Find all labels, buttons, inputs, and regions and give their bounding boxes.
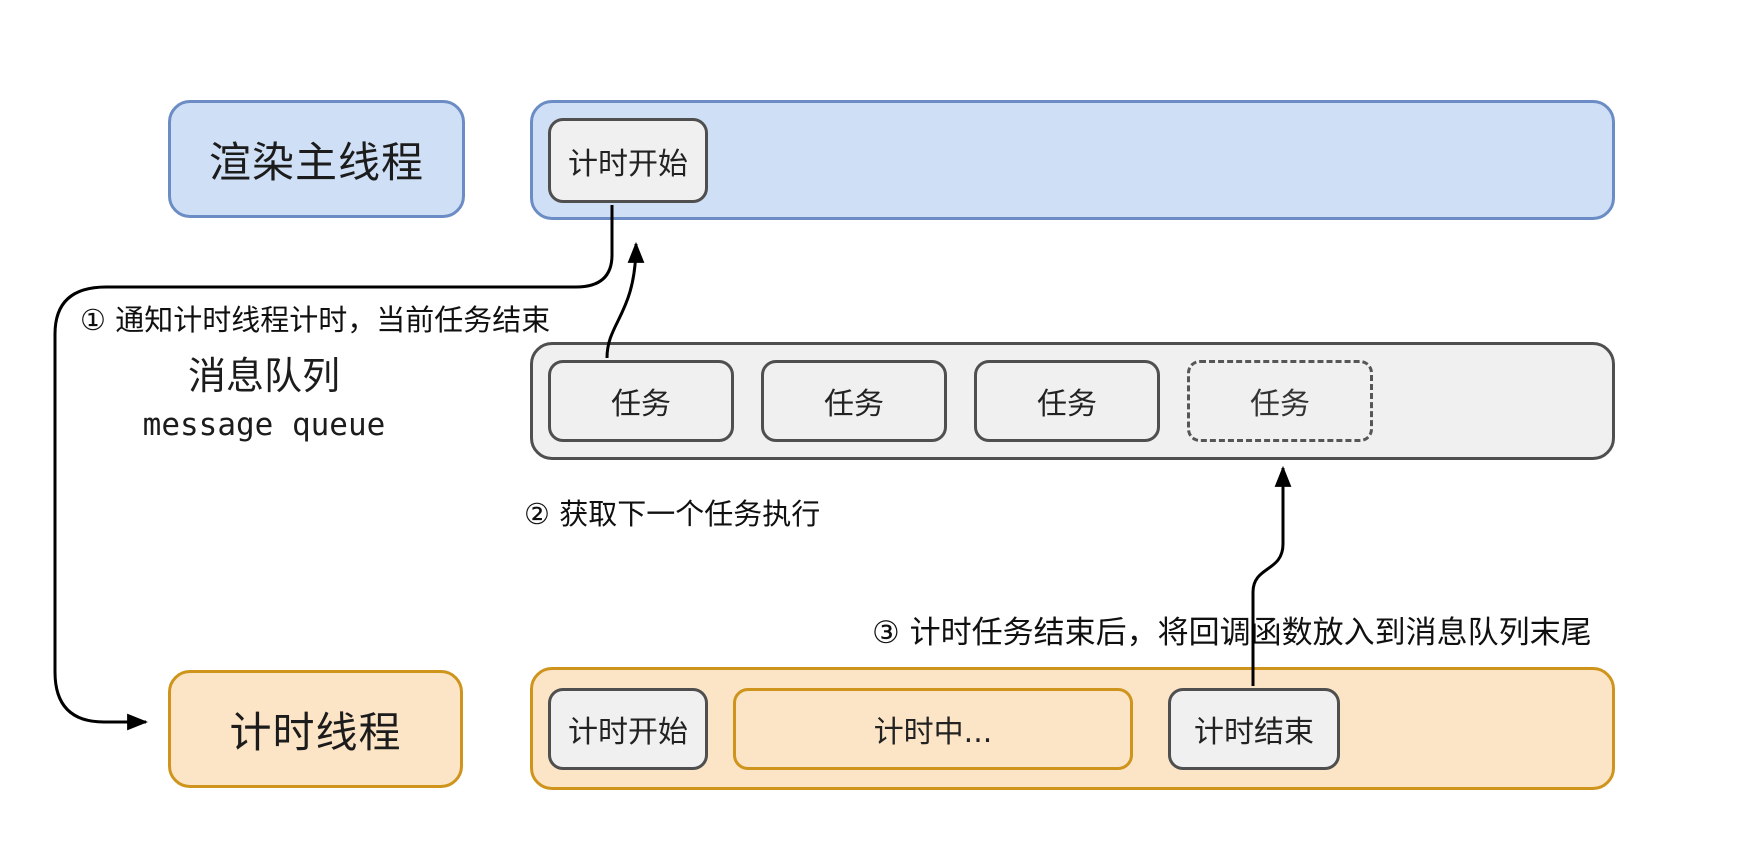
message-queue-label-zh: 消息队列 [187, 354, 340, 398]
timing-start-top-label: 计时开始 [568, 146, 688, 182]
message-queue-label-en: message queue [142, 407, 386, 444]
task-box-2: 任务 [761, 360, 947, 442]
task-box-1: 任务 [548, 360, 734, 442]
arrow-callback-enqueue [1251, 465, 1292, 686]
step3-label: ③ 计时任务结束后，将回调函数放入到消息队列末尾 [872, 615, 1592, 651]
arrow-notify-timer [53, 205, 614, 731]
timing-progress-label: 计时中... [873, 715, 993, 750]
timing-start-bottom-label: 计时开始 [568, 715, 688, 750]
step1-label: ① 通知计时线程计时，当前任务结束 [80, 303, 551, 337]
message-queue-label: 消息队列 message queue [88, 352, 440, 446]
arrow-next-task [605, 241, 645, 359]
render-main-thread-label: 渲染主线程 [208, 137, 424, 187]
task-label: 任务 [611, 387, 671, 422]
timer-thread-label: 计时线程 [229, 707, 402, 757]
task-box-3: 任务 [974, 360, 1160, 442]
render-main-thread-box: 渲染主线程 [168, 100, 465, 218]
timing-start-bottom-box: 计时开始 [548, 688, 708, 770]
timing-end-box: 计时结束 [1168, 688, 1340, 770]
task-label: 任务 [1037, 387, 1097, 422]
timing-start-top-box: 计时开始 [548, 118, 708, 203]
task-box-dashed: 任务 [1187, 360, 1373, 442]
step2-label: ② 获取下一个任务执行 [524, 497, 821, 531]
task-label: 任务 [824, 387, 884, 422]
timer-thread-box: 计时线程 [168, 670, 463, 788]
task-label: 任务 [1250, 387, 1310, 422]
timing-progress-box: 计时中... [733, 688, 1133, 770]
main-thread-track [530, 100, 1615, 220]
timing-end-label: 计时结束 [1194, 715, 1314, 750]
